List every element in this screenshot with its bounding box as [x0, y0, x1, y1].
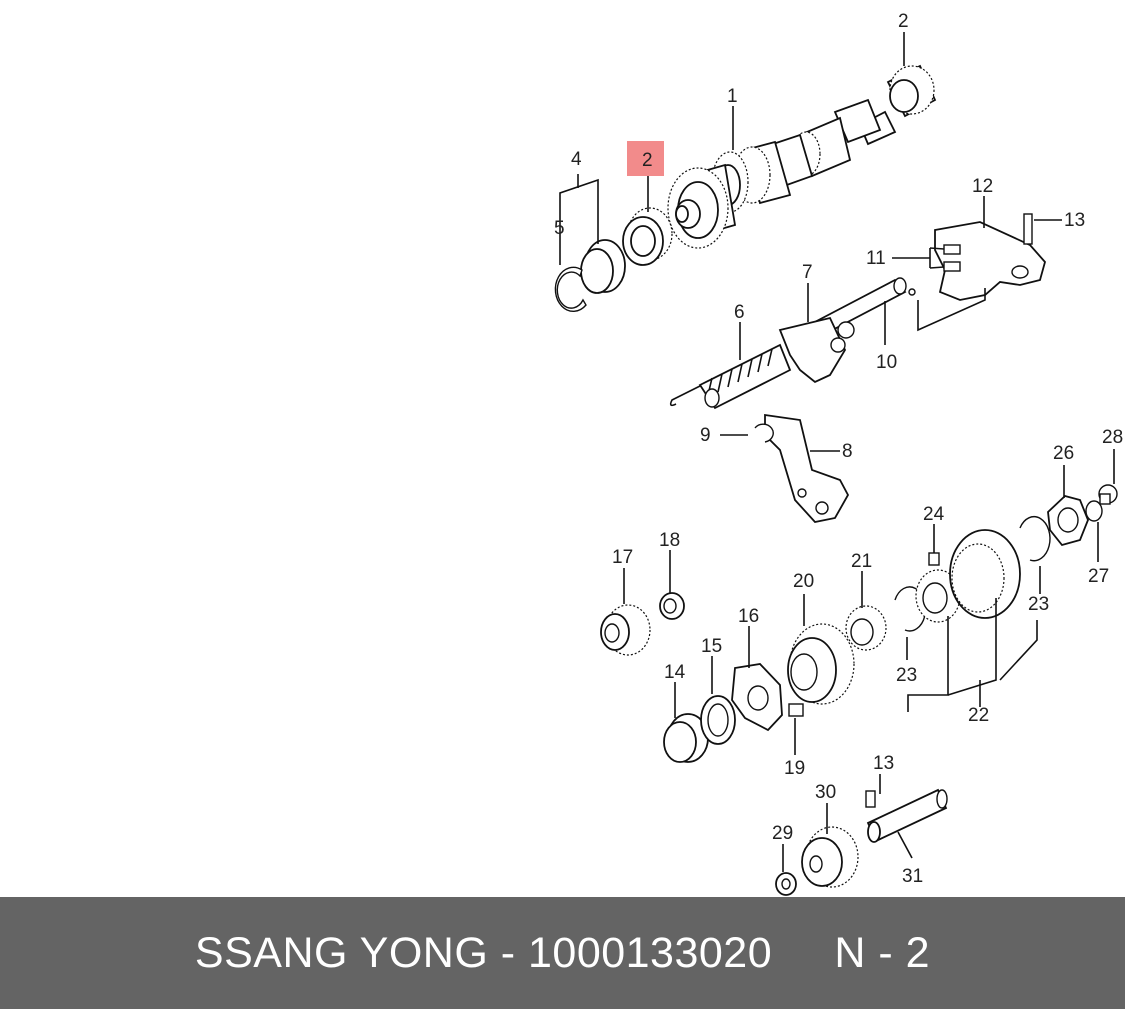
callout-19: 19 — [784, 758, 805, 779]
exploded-parts-diagram: 1 2 2 4 5 12 13 11 — [554, 11, 1123, 896]
callout-4: 4 — [571, 149, 582, 170]
callout-14: 14 — [664, 662, 686, 683]
washer-part-29 — [775, 872, 797, 896]
callout-9: 9 — [700, 425, 711, 446]
clip-part-9 — [754, 423, 774, 443]
ring-part-21 — [845, 605, 887, 651]
pin-part-13-bottom — [865, 790, 876, 808]
callout-8: 8 — [842, 441, 853, 462]
pin-part-13-top — [1023, 213, 1033, 245]
callout-31: 31 — [902, 866, 923, 887]
diagram-position: N - 2 — [834, 928, 931, 977]
callout-16: 16 — [738, 606, 759, 627]
callout-26: 26 — [1053, 443, 1074, 464]
part-number: 1000133020 — [527, 928, 773, 977]
seal-part-4 — [580, 239, 626, 294]
spring-part-24 — [928, 552, 940, 566]
callout-1: 1 — [727, 86, 738, 107]
callout-23-right: 23 — [1028, 594, 1049, 615]
callout-2-top: 2 — [898, 11, 909, 32]
callout-30: 30 — [815, 782, 836, 803]
brand-name: SSANG YONG — [194, 928, 489, 977]
callout-24: 24 — [923, 504, 945, 525]
callout-29: 29 — [772, 823, 793, 844]
callout-17: 17 — [612, 547, 633, 568]
part-info-footer: SSANG YONG - 1000133020 N - 2 — [0, 897, 1125, 1009]
screws-part-11 — [943, 244, 961, 272]
callout-6: 6 — [734, 302, 745, 323]
washer-part-27 — [1085, 500, 1103, 522]
snap-ring-part-23-right — [1019, 516, 1051, 562]
callout-5: 5 — [554, 218, 565, 239]
bearing-part-14 — [663, 713, 709, 763]
plate-part-16 — [731, 663, 783, 732]
callout-23-left: 23 — [896, 665, 917, 686]
main-shaft-part-1 — [667, 98, 897, 249]
callout-21: 21 — [851, 551, 872, 572]
callout-2-highlighted: 2 — [642, 150, 653, 171]
gap — [772, 929, 834, 978]
gear-part-20 — [787, 623, 855, 705]
callout-12: 12 — [972, 176, 993, 197]
callout-28: 28 — [1102, 427, 1123, 448]
separator-dash: - — [488, 928, 528, 977]
bearing-part-2-highlighted — [622, 207, 673, 266]
callout-22: 22 — [968, 705, 989, 726]
bearing-part-15 — [700, 695, 736, 745]
bearing-part-2-top — [886, 64, 937, 118]
spring-part-6 — [669, 343, 792, 410]
callout-20: 20 — [793, 571, 814, 592]
callout-15: 15 — [701, 636, 722, 657]
hub-part-22 — [915, 529, 1021, 623]
callout-10: 10 — [876, 352, 897, 373]
callout-27: 27 — [1088, 566, 1109, 587]
callout-11: 11 — [866, 248, 886, 269]
retainer-part-26 — [1047, 495, 1089, 547]
bolt-part-28 — [1098, 484, 1118, 505]
callout-13-top: 13 — [1064, 210, 1085, 231]
snap-ring-part-5 — [554, 266, 587, 312]
highlight-marker — [627, 141, 664, 176]
plate-part-8 — [764, 413, 850, 523]
gear-part-30 — [801, 826, 859, 888]
callout-13-bottom: 13 — [873, 753, 894, 774]
callout-7: 7 — [802, 262, 813, 283]
bracket-part-7 — [778, 316, 855, 384]
bolt-part-19 — [788, 703, 804, 717]
shaft-part-31 — [866, 788, 948, 843]
gear-part-17 — [600, 604, 651, 656]
ring-part-18 — [659, 592, 685, 620]
callout-18: 18 — [659, 530, 680, 551]
